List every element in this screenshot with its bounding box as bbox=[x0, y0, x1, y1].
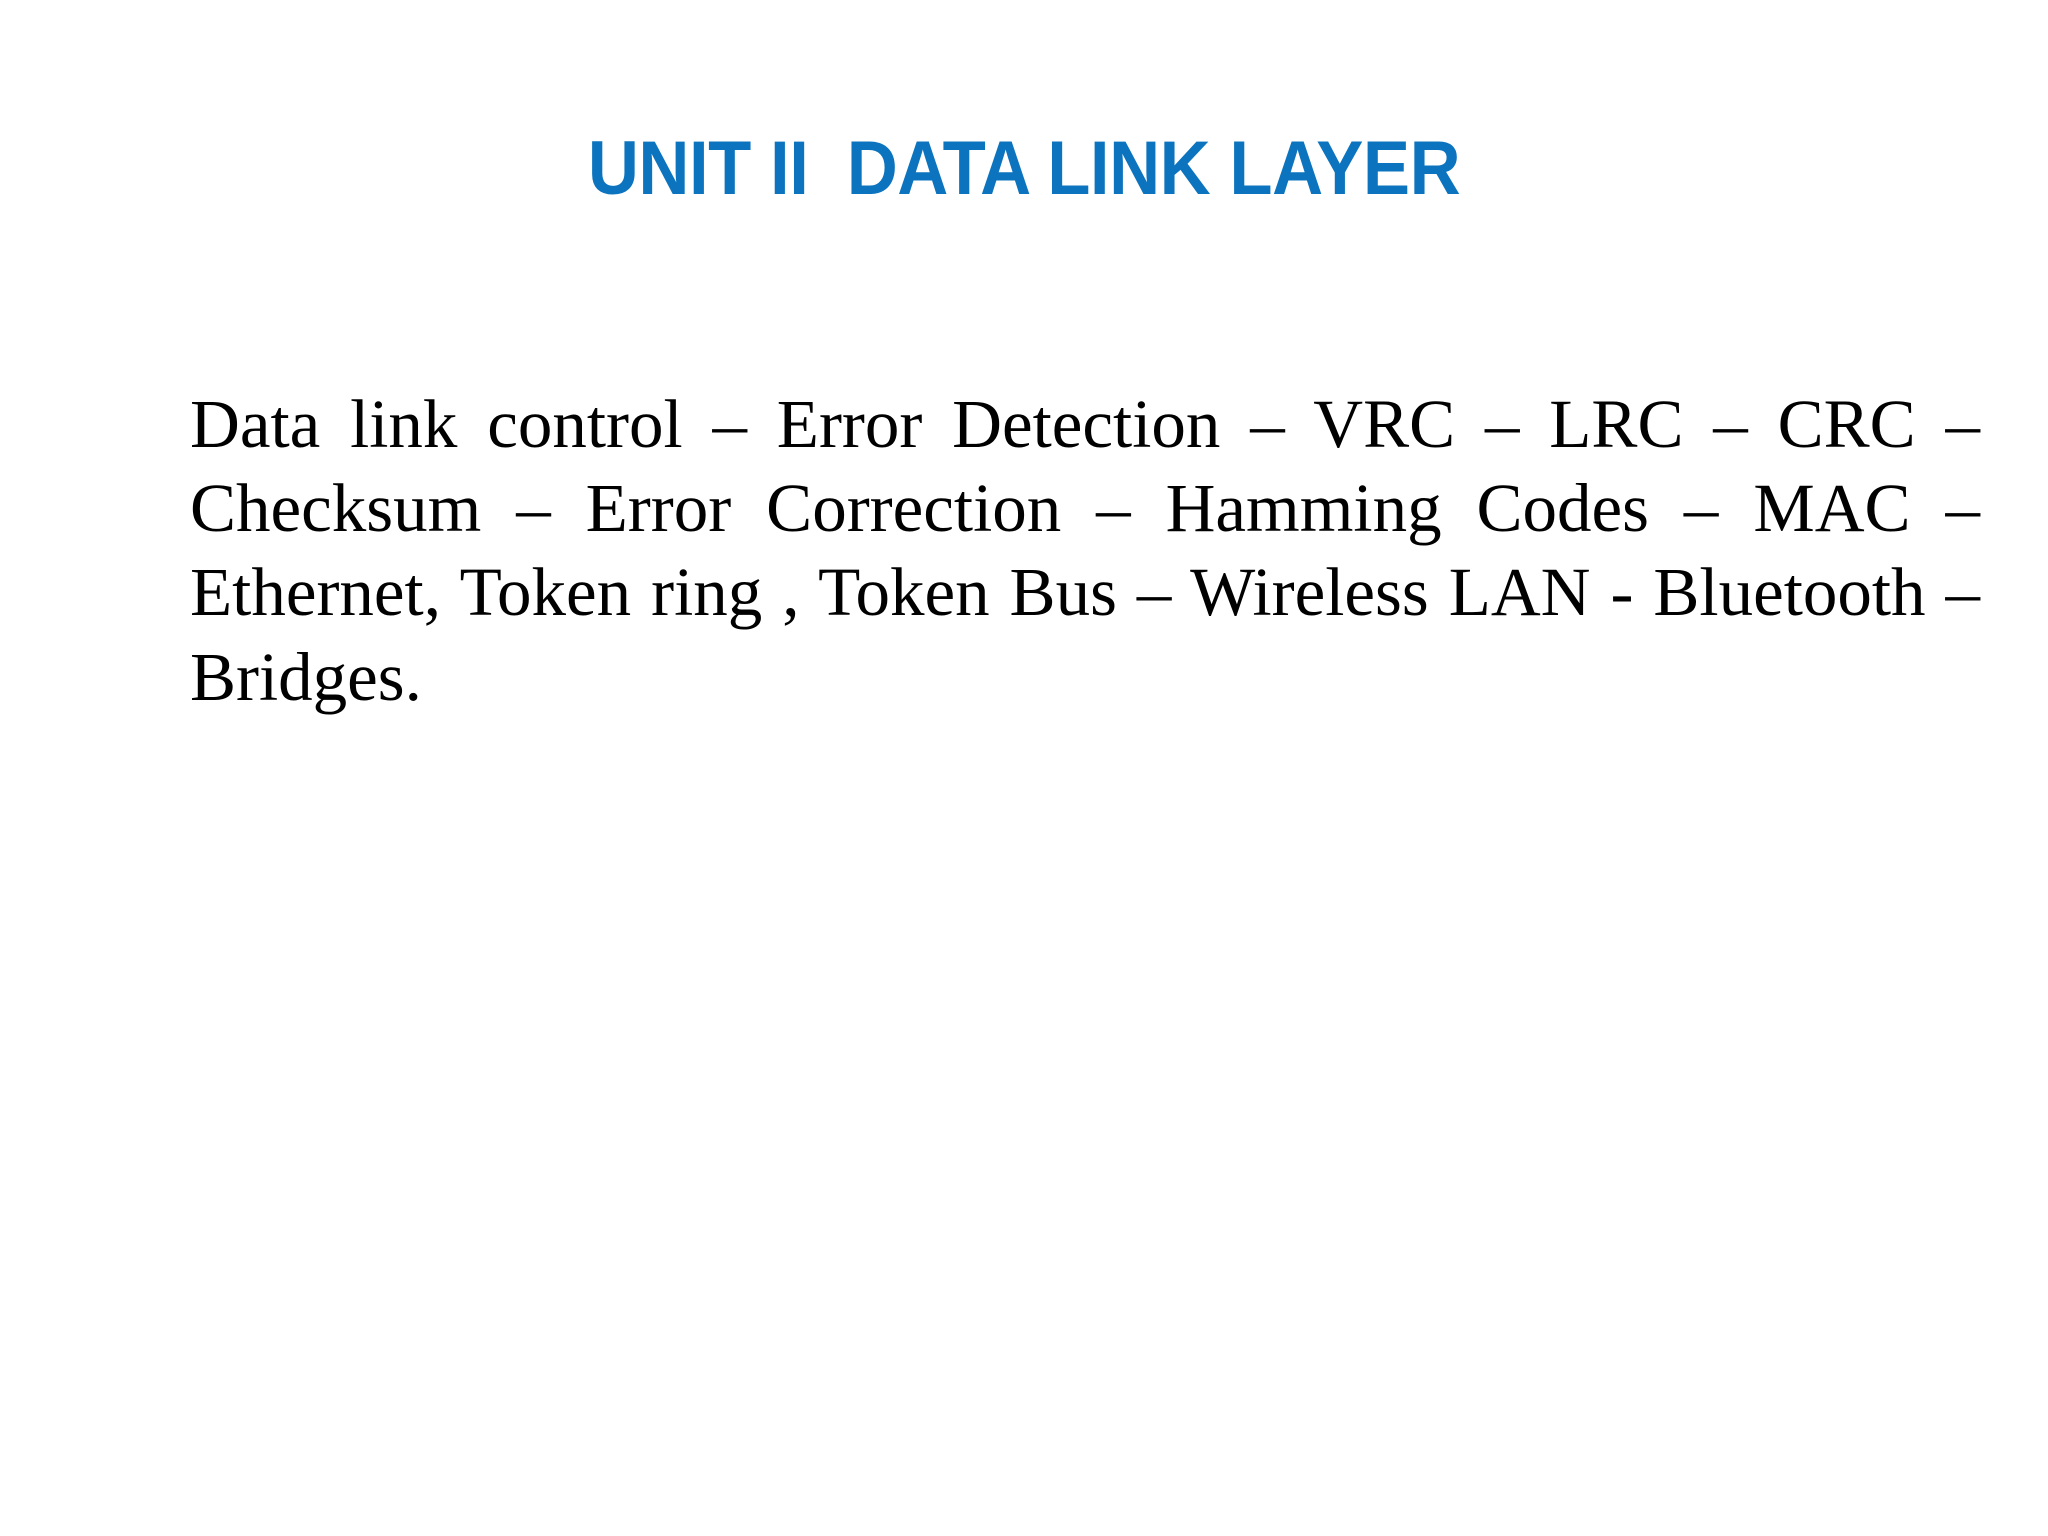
slide-title-placeholder: UNIT II DATA LINK LAYER bbox=[0, 78, 2048, 260]
slide-body-placeholder: Data link control – Error Detection – VR… bbox=[190, 382, 1980, 803]
slide-body-text: Data link control – Error Detection – VR… bbox=[190, 386, 1980, 715]
page-title: UNIT II DATA LINK LAYER bbox=[587, 125, 1461, 211]
slide-empty-region bbox=[0, 980, 2048, 1536]
